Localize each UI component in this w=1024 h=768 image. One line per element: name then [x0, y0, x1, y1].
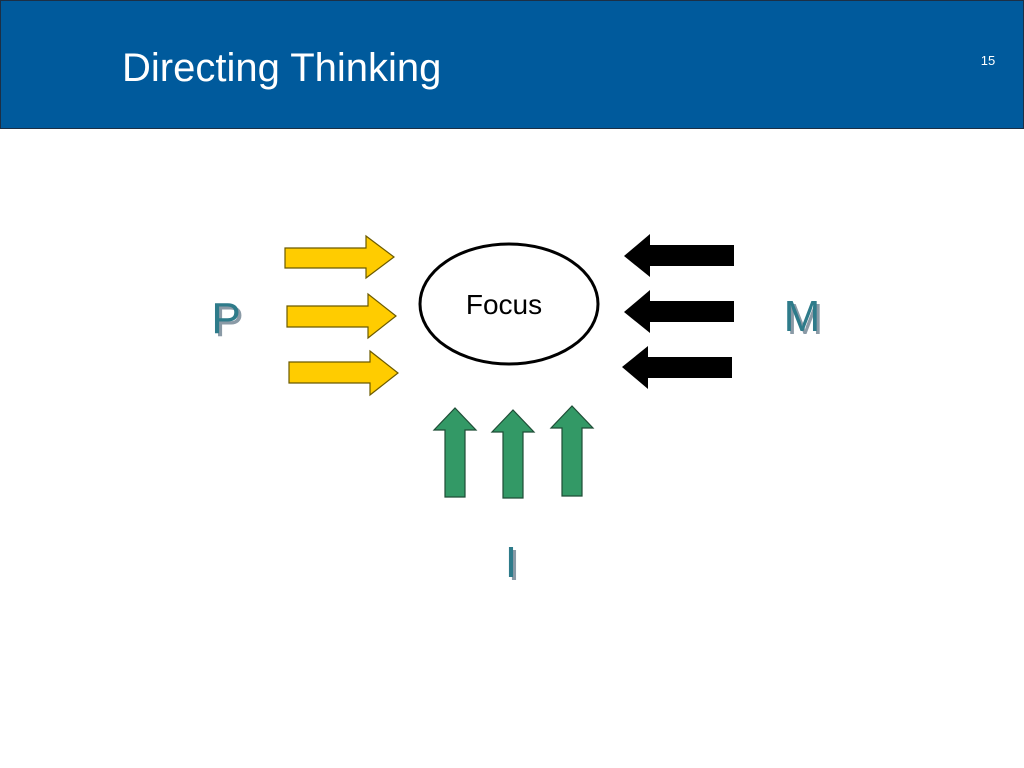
label-i-group: I I	[505, 538, 520, 590]
label-m: M	[784, 292, 821, 341]
yellow-arrow-1	[284, 234, 395, 280]
green-arrow-1	[432, 407, 478, 498]
label-p: P	[211, 294, 240, 343]
slide-title: Directing Thinking	[122, 46, 442, 90]
bottom-arrow-group	[432, 405, 595, 499]
yellow-arrow-2	[286, 292, 397, 340]
yellow-arrow-3	[288, 349, 399, 397]
label-m-group: M M	[784, 292, 824, 344]
label-m-shadow: M	[787, 295, 824, 344]
right-arrow-group	[622, 234, 734, 389]
black-arrow-1	[624, 234, 734, 277]
label-p-shadow: P	[214, 297, 243, 346]
label-i: I	[505, 538, 517, 587]
label-i-shadow: I	[508, 541, 520, 590]
green-arrow-2	[490, 409, 536, 499]
focus-ellipse	[418, 242, 600, 366]
focus-label: Focus	[466, 289, 542, 320]
slide-header: Directing Thinking 15	[0, 0, 1024, 129]
black-arrow-2	[624, 290, 734, 333]
left-arrow-group	[284, 234, 399, 397]
black-arrow-3	[622, 346, 732, 389]
label-p-group: P P	[211, 294, 243, 346]
green-arrow-3	[549, 405, 595, 497]
page-number: 15	[980, 53, 996, 68]
